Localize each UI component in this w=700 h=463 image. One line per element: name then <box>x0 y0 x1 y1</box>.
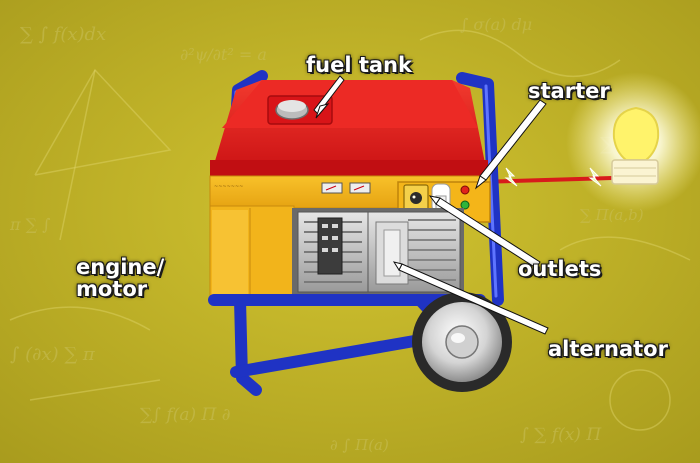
svg-text:∂²ψ/∂t² = a: ∂²ψ/∂t² = a <box>180 45 267 64</box>
label-starter: starter <box>528 79 610 103</box>
light-bulb-icon <box>611 106 660 185</box>
svg-text:∑∫ f(a) Π ∂: ∑∫ f(a) Π ∂ <box>140 405 231 425</box>
spark-icon <box>504 167 602 187</box>
svg-text:∑ ∫ f(x)dx: ∑ ∫ f(x)dx <box>20 24 106 45</box>
background-doodles <box>9 29 691 431</box>
label-alternator: alternator <box>548 337 668 361</box>
gauge-icon <box>321 182 371 194</box>
svg-text:∫ ∑ f(x) Π: ∫ ∑ f(x) Π <box>520 425 602 445</box>
svg-text:∂ ∫ Π(a): ∂ ∫ Π(a) <box>330 436 389 454</box>
svg-text:π ∑ ∫: π ∑ ∫ <box>9 215 50 234</box>
wheel <box>412 292 512 392</box>
label-outlets: outlets <box>518 257 602 281</box>
label-engine-line2: motor <box>76 277 148 301</box>
svg-text:∫ (∂x) ∑ π: ∫ (∂x) ∑ π <box>10 344 96 365</box>
leader-lines <box>313 75 549 335</box>
label-fuel-tank: fuel tank <box>306 53 412 77</box>
fuel-tank <box>210 80 488 178</box>
label-engine-line1: engine/ <box>76 255 165 279</box>
starter-switch <box>460 185 470 210</box>
svg-text:~~~~~~~: ~~~~~~~ <box>214 184 243 190</box>
svg-text:∫ σ(a) dμ: ∫ σ(a) dμ <box>460 15 532 34</box>
